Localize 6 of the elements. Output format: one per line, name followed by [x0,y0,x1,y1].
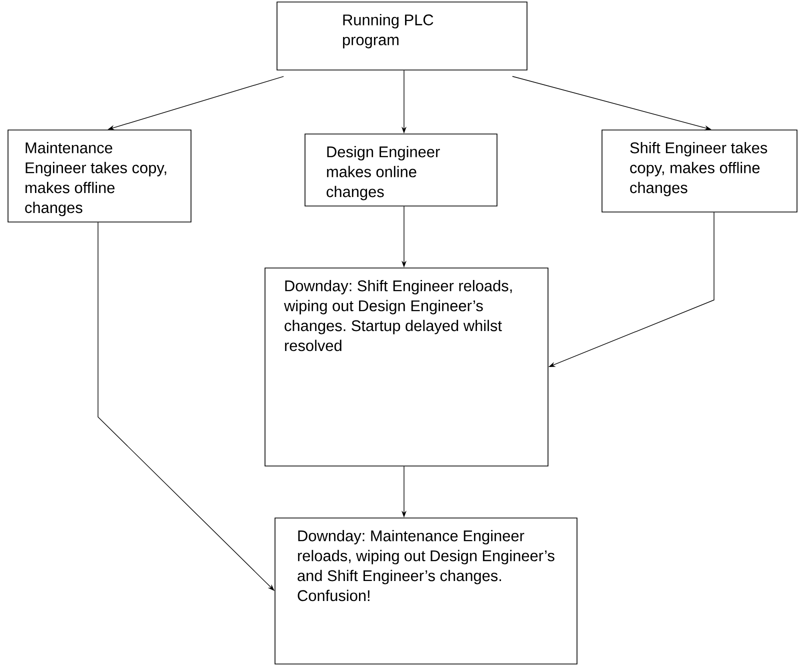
process-box: Running PLC program [276,2,528,70]
process-box: Downday: Maintenance Engineer reloads, wiping out Design Engineer’s and Shift Engineer’s changes. Confusion! [274,518,578,664]
process-box: Design Engineer makes online changes [304,134,498,206]
process-box: Downday: Shift Engineer reloads, wiping out Design Engineer’s changes. Startup delayed whilst resolved [264,268,548,466]
process-box: Shift Engineer takes copy, makes offline changes [602,130,798,212]
process-box: Maintenance Engineer takes copy, makes offline changes [8,130,192,222]
